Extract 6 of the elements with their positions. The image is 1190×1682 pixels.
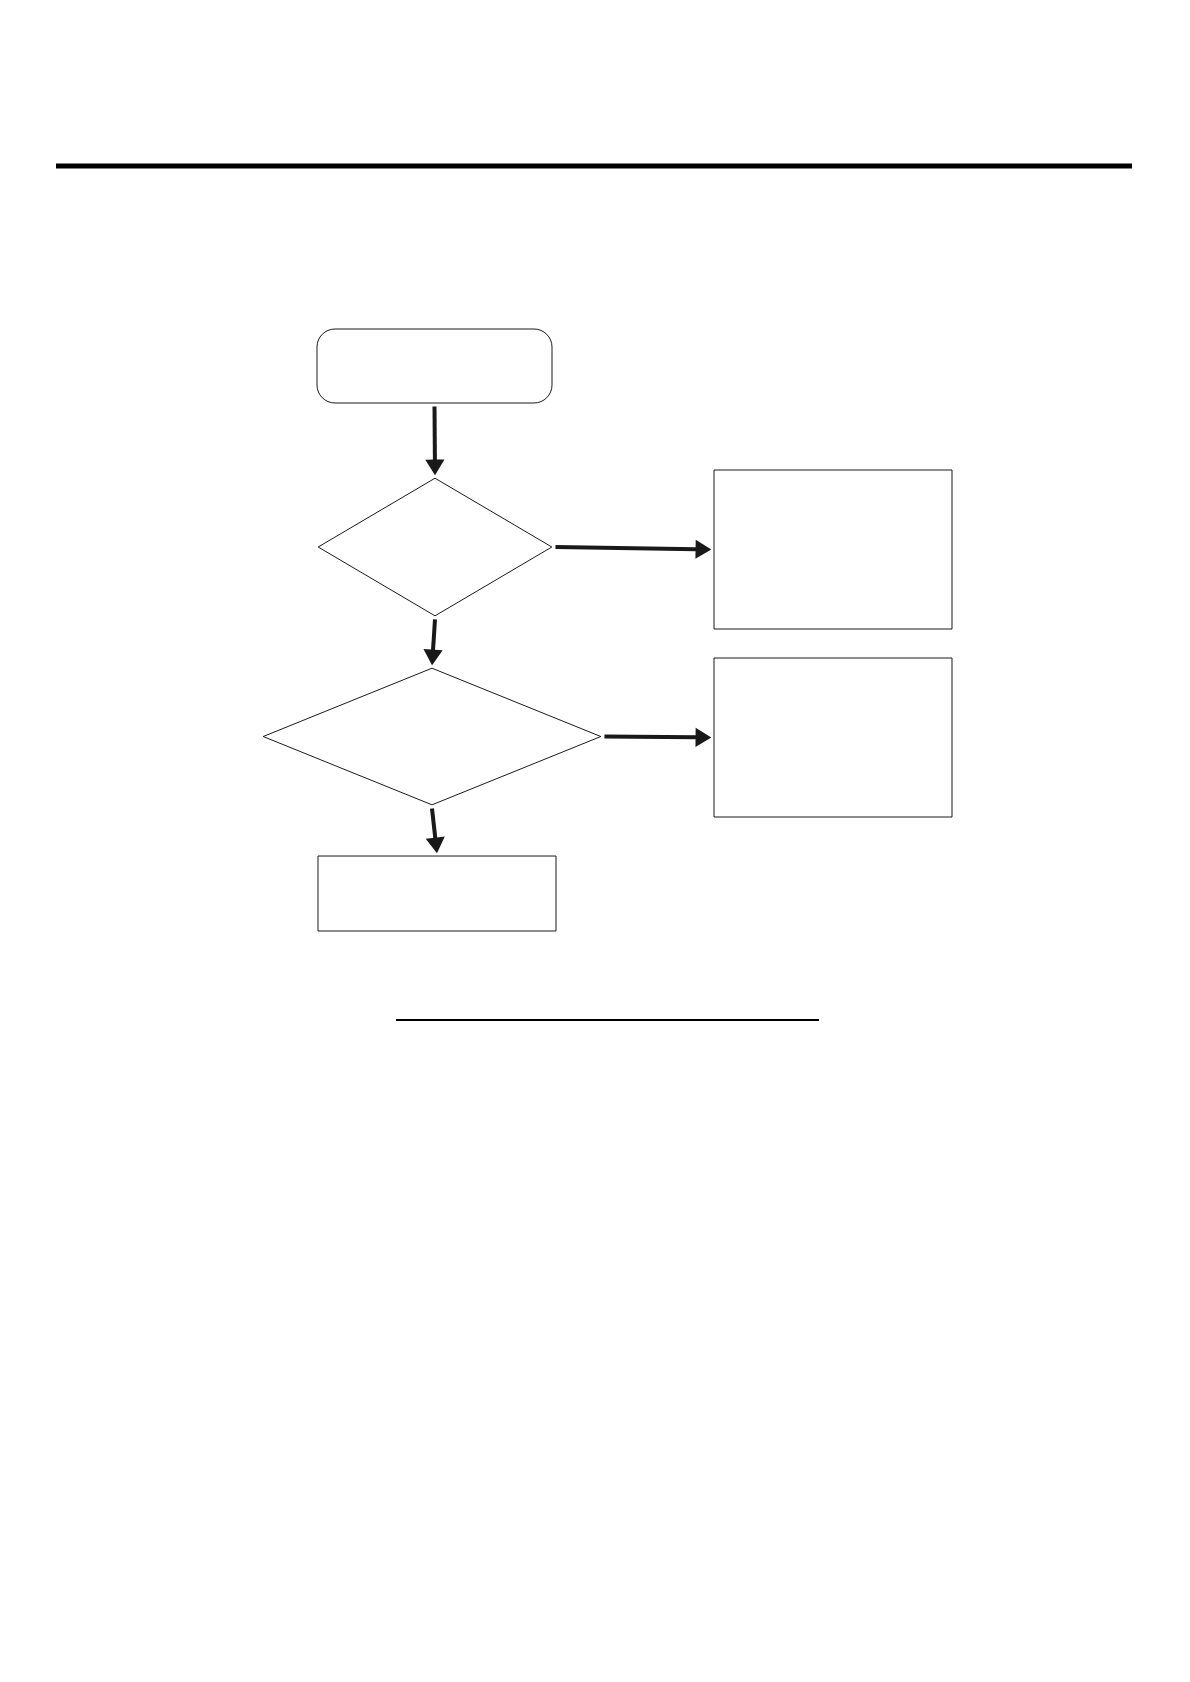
decision-diamond <box>262 667 602 806</box>
process-box <box>317 855 557 932</box>
rounded-box <box>316 328 553 404</box>
process-box <box>713 657 953 818</box>
process-box <box>713 469 953 630</box>
decision-diamond <box>317 477 553 617</box>
